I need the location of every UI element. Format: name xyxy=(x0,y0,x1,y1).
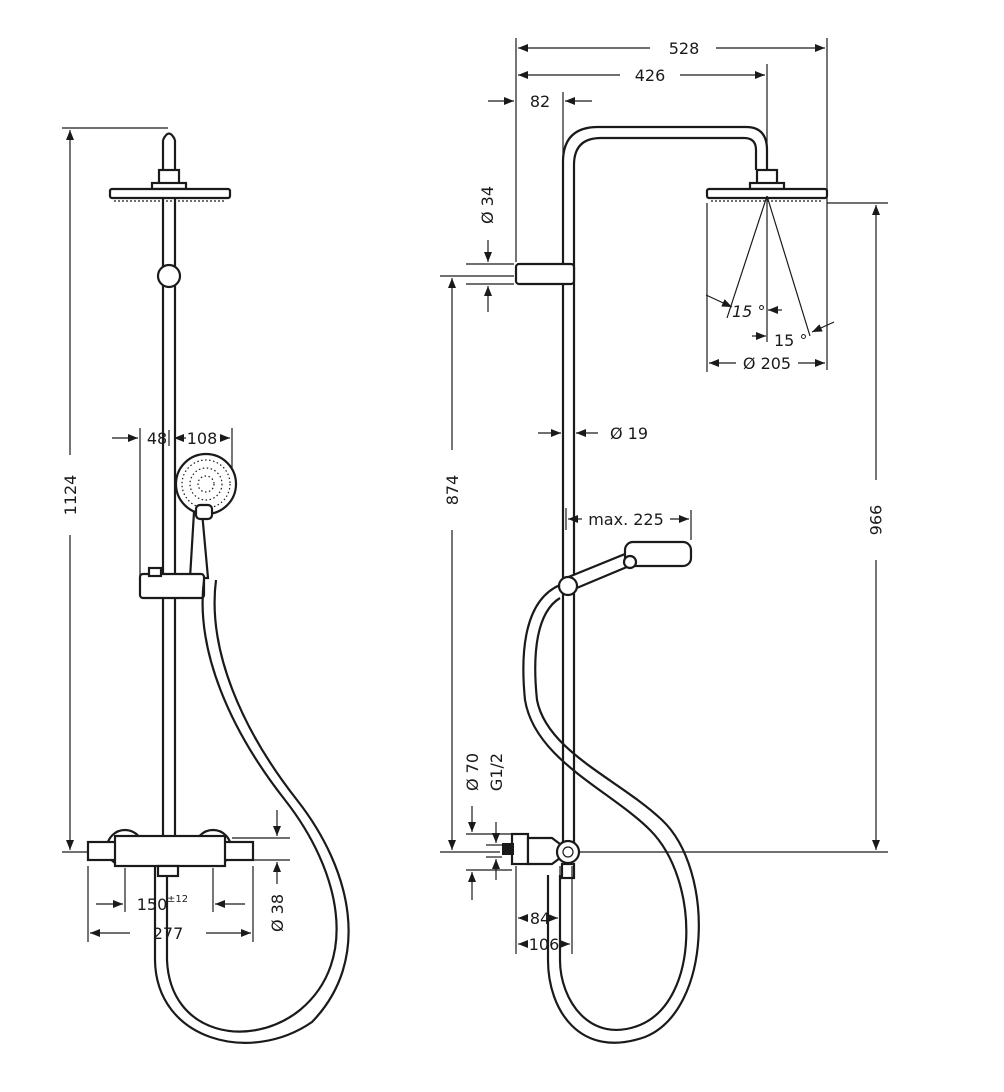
front-rail-knob xyxy=(156,263,182,289)
spacing-label: 150 xyxy=(137,895,168,914)
front-mixer xyxy=(86,828,255,878)
rail-height-label: 874 xyxy=(443,475,462,506)
handshower-width-label: 108 xyxy=(187,429,218,448)
head-diameter-label: Ø 205 xyxy=(743,354,791,373)
spray-angle-1-label: 15 ° xyxy=(732,302,765,321)
side-hand-shower xyxy=(557,540,693,597)
offset-holder-label: 48 xyxy=(147,429,167,448)
mixer-diameter-label: Ø 38 xyxy=(268,894,287,932)
height-total-label: 1124 xyxy=(61,475,80,516)
inlet-diameter-label: Ø 70 xyxy=(463,753,482,791)
side-hose xyxy=(522,583,688,1031)
holder-diameter-label: Ø 34 xyxy=(478,186,497,224)
depth-1-label: 84 xyxy=(530,909,550,928)
front-hose xyxy=(165,579,338,1033)
width-arm-label: 426 xyxy=(635,66,666,85)
hand-reach-label: max. 225 xyxy=(588,510,664,529)
depth-2-label: 106 xyxy=(529,935,560,954)
front-rail xyxy=(161,132,177,840)
inlet-thread-label: G1/2 xyxy=(487,753,506,791)
front-view: 1124 48 108 150 ±12 277 xyxy=(61,127,350,1044)
width-total-label: 528 xyxy=(669,39,700,58)
front-hand-shower xyxy=(174,452,238,580)
spray-angle-2-label: 15 ° xyxy=(774,331,807,350)
mixer-width-label: 277 xyxy=(153,924,184,943)
spacing-tolerance-label: ±12 xyxy=(167,894,188,905)
rail-diameter-label: Ø 19 xyxy=(610,424,648,443)
wall-offset-label: 82 xyxy=(530,92,550,111)
side-view: 528 426 82 Ø 34 874 Ø 1 xyxy=(440,38,888,1044)
head-height-label: 996 xyxy=(866,505,885,536)
side-rail xyxy=(561,125,769,845)
side-wall-connection xyxy=(502,832,581,880)
side-dimensions: 528 426 82 Ø 34 874 Ø 1 xyxy=(440,38,888,954)
side-wall-holder xyxy=(514,262,576,286)
front-overhead-shower xyxy=(108,168,232,202)
front-dimensions: 1124 48 108 150 ±12 277 xyxy=(61,127,290,943)
